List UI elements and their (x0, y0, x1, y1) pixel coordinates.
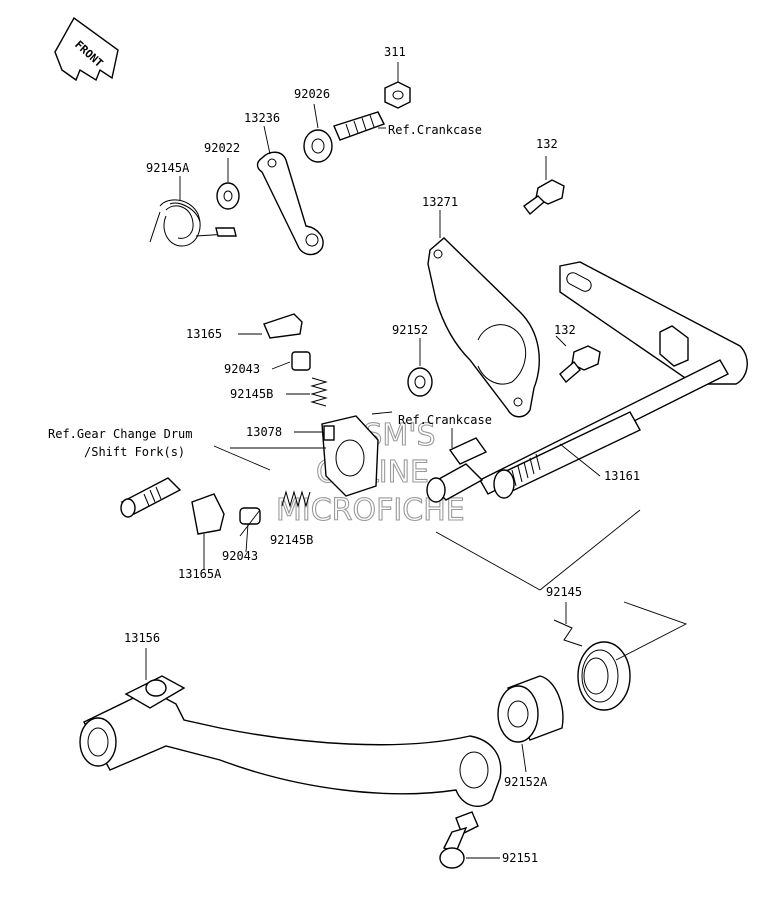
part-92145B-spring-bottom[interactable] (281, 490, 311, 508)
label-92022[interactable]: 92022 (204, 141, 240, 155)
label-92145A[interactable]: 92145A (146, 161, 190, 175)
label-92152[interactable]: 92152 (392, 323, 428, 337)
part-92145-spring[interactable] (553, 619, 631, 711)
label-ref-crankcase-mid: Ref.Crankcase (398, 413, 492, 427)
label-311[interactable]: 311 (384, 45, 406, 59)
label-92145[interactable]: 92145 (546, 585, 582, 599)
part-13078-ratchet[interactable] (321, 415, 379, 497)
front-arrow-icon: FRONT (54, 16, 119, 82)
part-92043-pin-bottom[interactable] (239, 507, 261, 525)
label-13161[interactable]: 13161 (604, 469, 640, 483)
label-132-top[interactable]: 132 (536, 137, 558, 151)
part-92152-collar[interactable] (407, 367, 433, 397)
part-92145B-spring-top[interactable] (310, 377, 328, 407)
part-13165-pawl[interactable] (263, 313, 303, 339)
part-92152A-collar[interactable] (497, 675, 564, 743)
part-132-bolt-mid[interactable] (559, 345, 601, 384)
part-13165A-pawl[interactable] (191, 493, 225, 535)
part-13236-lever[interactable] (256, 151, 324, 256)
label-92151[interactable]: 92151 (502, 851, 538, 865)
label-ref-shift-forks: /Shift Fork(s) (84, 445, 185, 459)
ref-crankcase-stud[interactable] (426, 437, 488, 503)
part-92043-pin-top[interactable] (291, 351, 311, 371)
label-92043-top[interactable]: 92043 (224, 362, 260, 376)
ref-gear-change-drum-stud[interactable] (120, 477, 182, 518)
part-92026-stud[interactable] (303, 111, 385, 163)
label-92043-bottom[interactable]: 92043 (222, 549, 258, 563)
label-92145B-top[interactable]: 92145B (230, 387, 273, 401)
label-13165A[interactable]: 13165A (178, 567, 222, 581)
label-13271[interactable]: 13271 (422, 195, 458, 209)
part-92151-bolt[interactable] (439, 811, 479, 869)
label-ref-gear-change-drum: Ref.Gear Change Drum (48, 427, 193, 441)
part-92022-washer[interactable] (216, 182, 240, 210)
part-13271-plate[interactable] (427, 237, 540, 418)
part-311-nut[interactable] (384, 81, 411, 109)
part-132-bolt-top[interactable] (523, 179, 565, 216)
label-13078[interactable]: 13078 (246, 425, 282, 439)
label-92152A[interactable]: 92152A (504, 775, 548, 789)
label-13165[interactable]: 13165 (186, 327, 222, 341)
part-92145A-spring[interactable] (149, 199, 237, 247)
label-ref-crankcase-top: Ref.Crankcase (388, 123, 482, 137)
label-92145B-bottom[interactable]: 92145B (270, 533, 313, 547)
label-132-mid[interactable]: 132 (554, 323, 576, 337)
part-13156-pedal[interactable] (79, 675, 502, 808)
label-13156[interactable]: 13156 (124, 631, 160, 645)
part-labels: 311 92026 Ref.Crankcase 13236 92022 9214… (48, 45, 640, 865)
label-92026[interactable]: 92026 (294, 87, 330, 101)
leader-lines (145, 62, 688, 859)
label-13236[interactable]: 13236 (244, 111, 280, 125)
